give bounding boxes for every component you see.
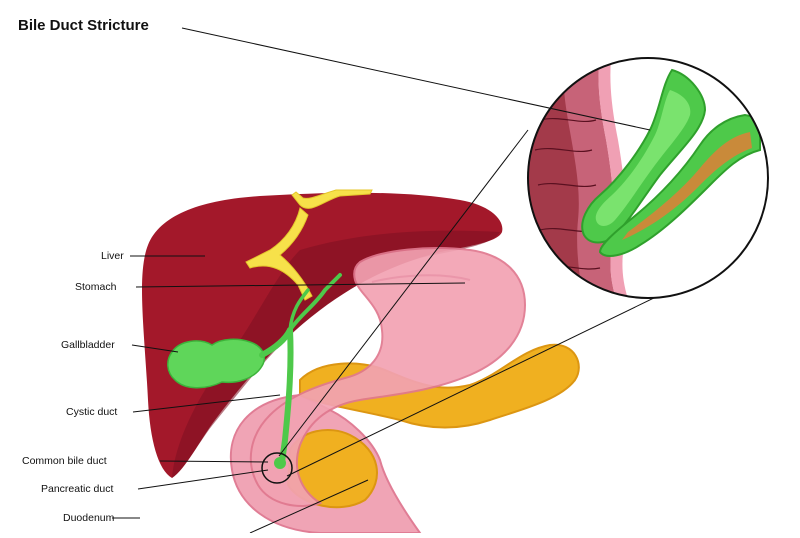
- title-pointer: [181, 27, 651, 131]
- label-stomach: Stomach: [75, 281, 117, 293]
- stricture-site: [274, 457, 286, 469]
- liver-shape: [142, 192, 503, 478]
- label-common-bile-duct: Common bile duct: [22, 455, 107, 467]
- diagram-title: Bile Duct Stricture: [18, 17, 149, 34]
- label-gallbladder: Gallbladder: [61, 339, 115, 351]
- zoom-line-lower: [286, 294, 661, 477]
- stomach-shape: [249, 247, 527, 507]
- label-pancreatic-duct: Pancreatic duct: [41, 483, 114, 495]
- bile-duct-tree: [259, 273, 342, 465]
- zoom-line-upper: [278, 129, 529, 457]
- label-liver: Liver: [101, 250, 124, 262]
- label-cystic-duct: Cystic duct: [66, 406, 118, 418]
- label-pointers: [112, 255, 466, 534]
- hepatic-vessel: [245, 189, 373, 301]
- gallbladder-shape: [167, 338, 266, 389]
- label-duodenum: Duodenum: [63, 512, 115, 524]
- stomach-fold: [371, 274, 471, 283]
- inset-border: [527, 57, 769, 299]
- stricture-site-marker: [261, 452, 293, 484]
